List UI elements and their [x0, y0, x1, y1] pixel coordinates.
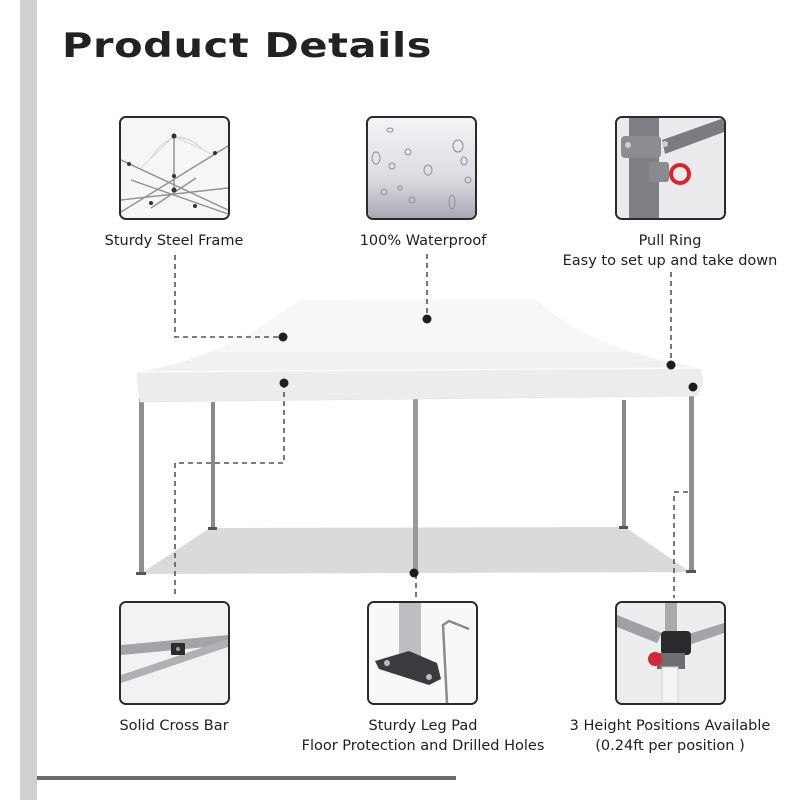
cross-bar-thumbnail: [119, 601, 230, 705]
caption-line: Solid Cross Bar: [119, 718, 229, 734]
pull-ring-icon: [617, 118, 724, 218]
caption-steel-frame: Sturdy Steel Frame: [105, 231, 244, 251]
caption-cross-bar: Solid Cross Bar: [119, 716, 228, 736]
page-title: Product Details: [62, 26, 433, 66]
pull-ring-thumbnail: [615, 116, 726, 220]
caption-leg-pad: Sturdy Leg Pad Floor Protection and Dril…: [302, 716, 545, 756]
caption-pull-ring: Pull Ring Easy to set up and take down: [563, 231, 778, 271]
leg-pad-icon: [369, 603, 476, 703]
caption-line: Floor Protection and Drilled Holes: [301, 738, 545, 754]
caption-line: (0.24ft per position ): [595, 738, 745, 754]
bottom-divider: [37, 776, 456, 780]
steel-frame-thumbnail: [119, 116, 230, 220]
height-adjust-icon: [617, 603, 724, 703]
tent-frame-icon: [121, 118, 228, 218]
left-accent-bar: [20, 0, 37, 800]
caption-line: Sturdy Leg Pad: [368, 718, 478, 734]
caption-line: Sturdy Steel Frame: [104, 233, 244, 249]
caption-line: 100% Waterproof: [359, 233, 487, 249]
caption-waterproof: 100% Waterproof: [360, 231, 487, 251]
caption-line: Easy to set up and take down: [562, 253, 778, 269]
caption-line: 3 Height Positions Available: [569, 718, 771, 734]
caption-line: Pull Ring: [638, 233, 702, 249]
leg-pad-thumbnail: [367, 601, 478, 705]
water-droplets-icon: [368, 118, 475, 218]
height-positions-thumbnail: [615, 601, 726, 705]
cross-bar-icon: [121, 603, 228, 703]
caption-height-positions: 3 Height Positions Available (0.24ft per…: [570, 716, 771, 756]
waterproof-thumbnail: [366, 116, 477, 220]
